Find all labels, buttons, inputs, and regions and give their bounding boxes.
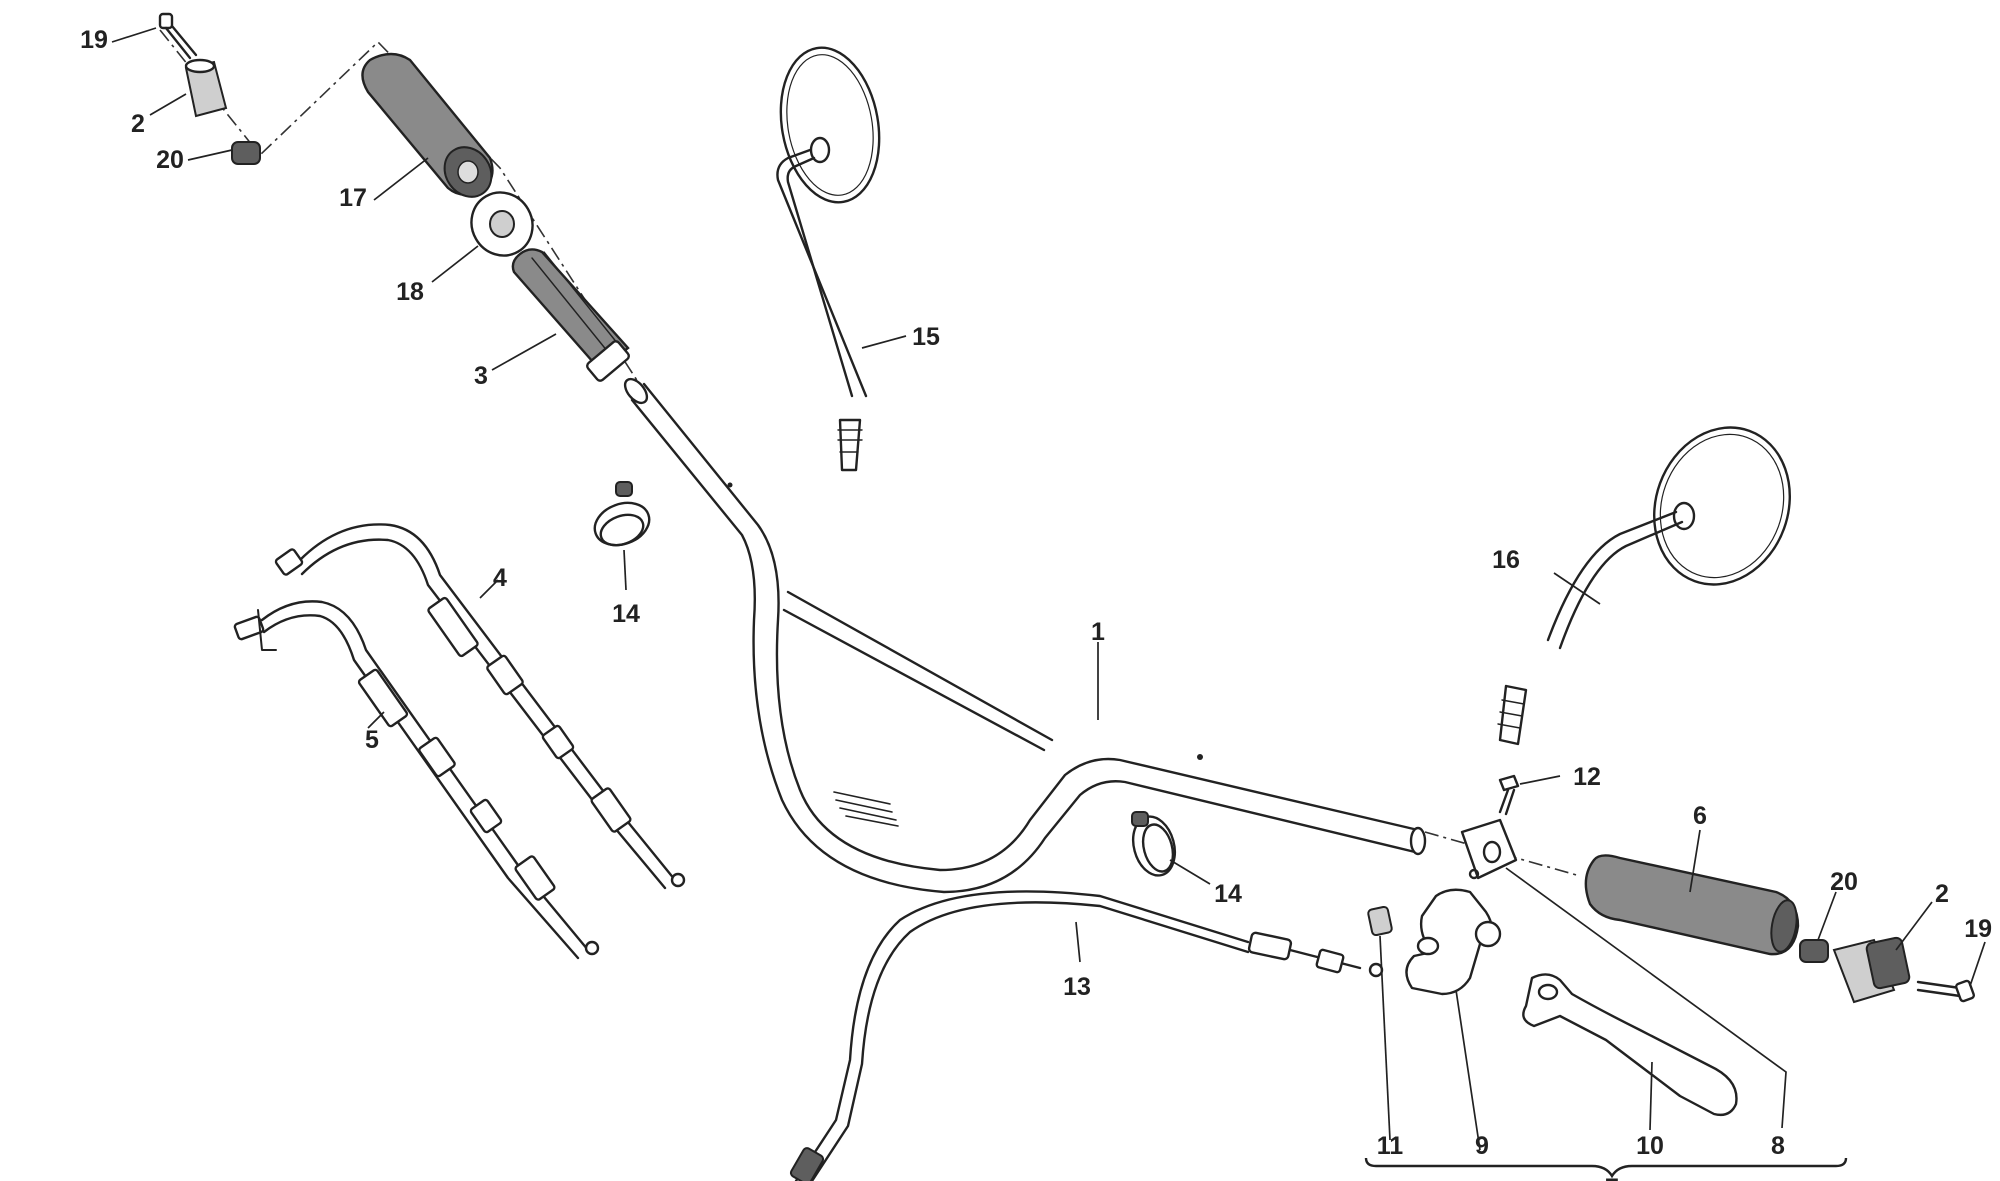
throttle-cable-5: 5 [233,600,600,960]
lever-clamp-8: 8 [1460,818,1787,1160]
spacer-left: 20 [156,141,261,174]
callout-19-right: 19 [1964,915,1992,943]
mirror-left: 15 [776,46,940,472]
handlebar: 1 [623,377,1427,894]
callout-7: 7 [1605,1174,1619,1181]
callout-16: 16 [1492,546,1520,574]
callout-12: 12 [1573,763,1601,791]
callout-20-top: 20 [156,146,184,174]
clutch-cable: 13 [789,890,1384,1181]
callout-2-top: 2 [131,110,145,138]
callout-9: 9 [1475,1132,1489,1160]
callout-8: 8 [1771,1132,1785,1160]
callout-3: 3 [474,362,488,390]
mirror-right: 16 [1492,426,1791,746]
callout-15: 15 [912,323,940,351]
cable-clamp-bottom: 14 [1131,811,1242,908]
end-screw-left: 19 [80,12,198,60]
callout-18: 18 [396,278,424,306]
callout-14-bottom: 14 [1214,880,1242,908]
throttle-tube: 3 [474,248,630,390]
throttle-cable-4: 4 [274,523,686,890]
callout-13: 13 [1063,973,1091,1001]
adjuster-11: 11 [1367,905,1404,1160]
grip-right-6: 6 [1584,802,1800,956]
callout-2-right: 2 [1935,880,1949,908]
bar-end-weight-left: 2 [131,58,228,138]
bar-end-weight-right-2: 2 [1832,880,1949,1004]
callout-11: 11 [1377,1132,1404,1160]
callout-20-right: 20 [1830,868,1858,896]
lever-bracket-9: 9 [1405,888,1502,1160]
callout-4: 4 [493,564,507,592]
end-screw-right-19: 19 [1916,915,1992,1003]
cable-clamp-top: 14 [593,481,651,628]
grip-ring-left: 18 [396,191,534,306]
callout-17: 17 [339,184,367,212]
clutch-lever-10: 10 [1522,973,1738,1160]
clamp-screw-12: 12 [1498,763,1601,816]
callout-5: 5 [365,726,379,754]
callout-19-top: 19 [80,26,108,54]
grip-left: 17 [339,52,494,212]
callout-14-top: 14 [612,600,640,628]
callout-10: 10 [1636,1132,1664,1160]
callout-1: 1 [1091,618,1105,646]
callout-6: 6 [1693,802,1707,830]
spacer-right-20: 20 [1799,868,1858,963]
assembly-brace-7: 7 [1364,1157,1848,1181]
